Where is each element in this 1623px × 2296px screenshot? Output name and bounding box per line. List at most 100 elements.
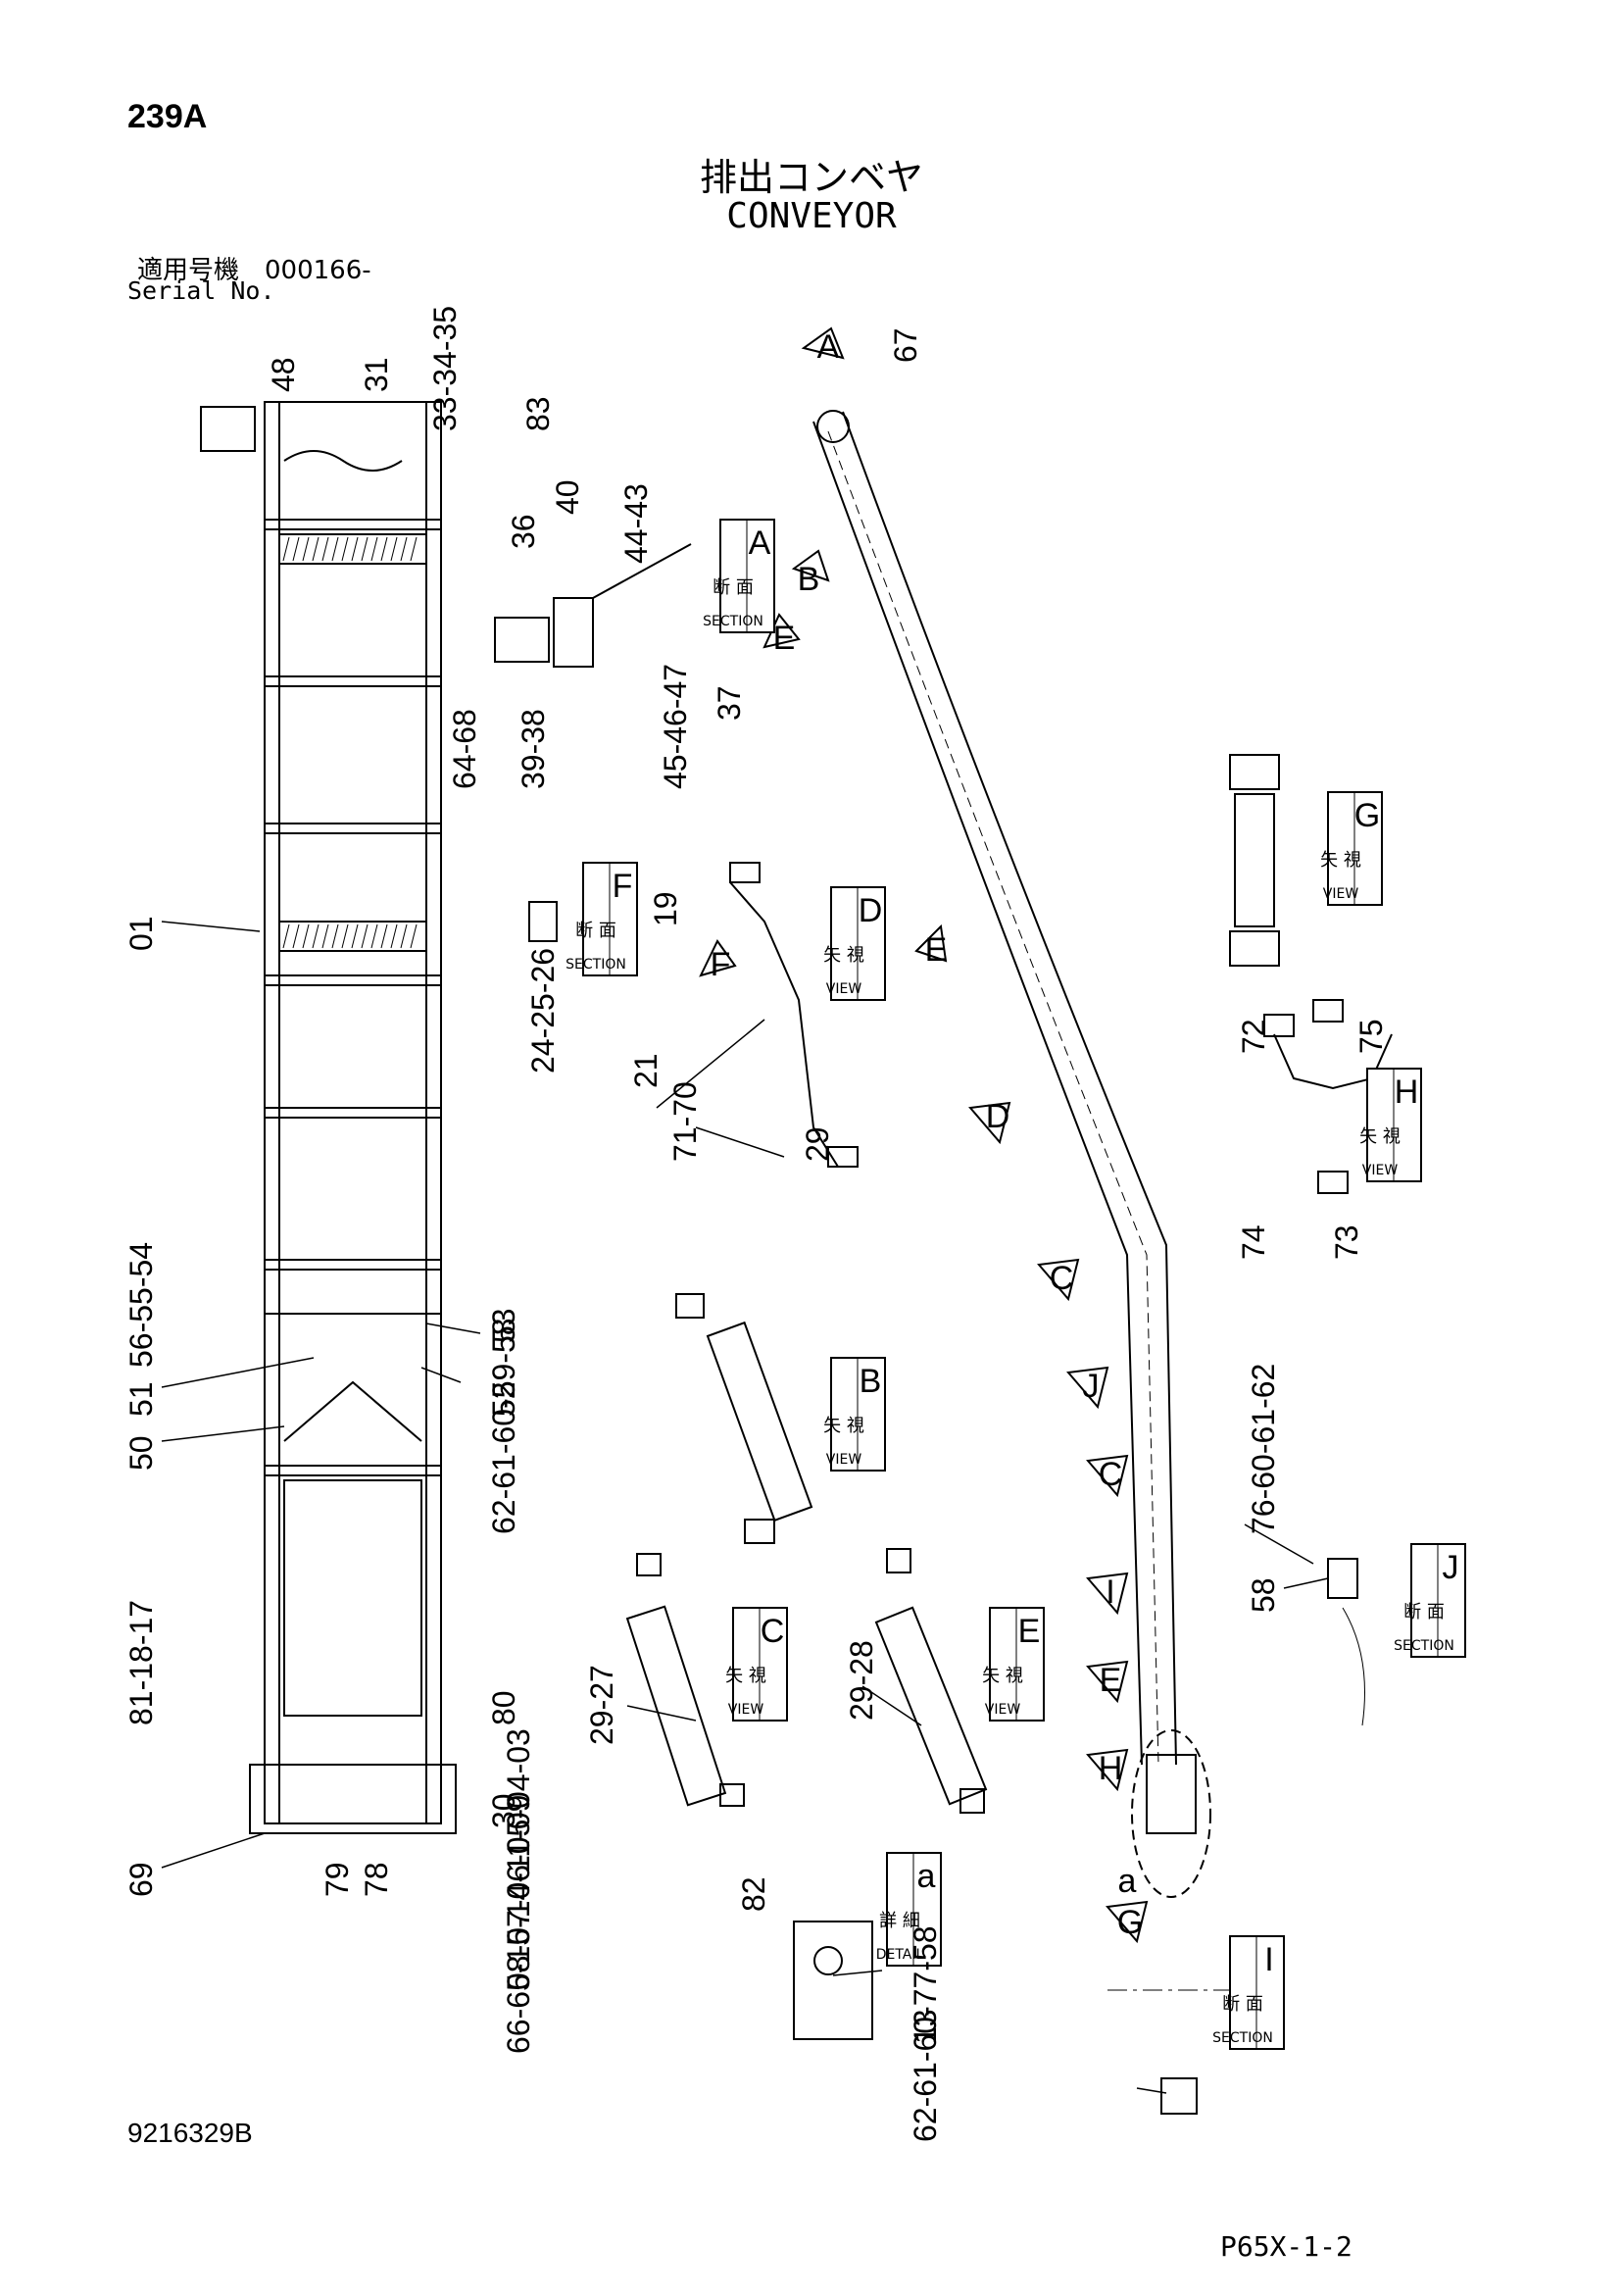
section-i-part: [1160, 2077, 1198, 2115]
callout-33-34-35: 33-34-35: [427, 306, 463, 431]
title-japanese: 排出コンベヤ: [699, 156, 923, 199]
svg-text:断 面: 断 面: [1222, 1994, 1263, 2015]
callout-31: 31: [359, 357, 394, 392]
view-d-box: D 矢 視 VIEW: [823, 886, 886, 1001]
svg-text:I: I: [1264, 1941, 1273, 1978]
view-label-boxes: A 断 面 SECTION F 断 面 SECTION D 矢 視 VIEW G…: [566, 519, 1466, 2050]
section-j-part: [1327, 1558, 1358, 1599]
svg-text:E: E: [1018, 1613, 1041, 1650]
callout-37: 37: [712, 685, 747, 721]
arrow-label-g: G: [1117, 1904, 1143, 1941]
callout-76-60-61-62: 76-60-61-62: [1246, 1364, 1281, 1534]
view-h-box: H 矢 視 VIEW: [1359, 1068, 1422, 1182]
view-d-idler: [729, 862, 859, 1168]
roller-hatch: [282, 536, 418, 949]
callout-56-55-54: 56-55-54: [123, 1242, 159, 1368]
svg-text:VIEW: VIEW: [728, 1702, 764, 1718]
callout-30: 30: [486, 1793, 521, 1828]
callout-45-46-47: 45-46-47: [658, 664, 693, 789]
callout-08-07-06-05-04-03: 08-07-06-05-04-03: [501, 1728, 536, 1990]
svg-text:断 面: 断 面: [575, 921, 616, 941]
svg-text:SECTION: SECTION: [703, 614, 763, 629]
callout-71-70: 71-70: [667, 1081, 703, 1162]
callout-62-61-60-77-58: 62-61-60-77-58: [908, 1925, 943, 2142]
page-code: P65X-1-2: [1220, 2230, 1352, 2263]
arrow-label-c: C: [1050, 1260, 1074, 1297]
svg-text:VIEW: VIEW: [1323, 886, 1359, 902]
view-b-box: B 矢 視 VIEW: [823, 1357, 886, 1472]
title-english: CONVEYOR: [726, 196, 897, 236]
arrow-label-e: E: [773, 620, 796, 657]
view-e-idler: [874, 1548, 988, 1814]
callout-78: 78: [359, 1862, 394, 1897]
section-a-box: A 断 面 SECTION: [703, 519, 775, 633]
arrow-label-e3: E: [1100, 1662, 1122, 1699]
arrow-label-i: I: [1106, 1573, 1114, 1611]
arrow-label-c2: C: [1099, 1456, 1123, 1493]
detail-marker-a: a: [1118, 1863, 1137, 1900]
svg-text:SECTION: SECTION: [566, 957, 626, 973]
conveyor-frame-plan: [200, 401, 457, 1834]
arrow-label-b: B: [798, 561, 820, 598]
arrow-label-a: A: [817, 328, 840, 366]
callout-74: 74: [1236, 1224, 1271, 1260]
callout-53: 53: [486, 1308, 521, 1343]
svg-text:矢 視: 矢 視: [725, 1666, 766, 1686]
callout-52: 50: [123, 1435, 159, 1471]
view-b-idler: [675, 1293, 813, 1544]
callout-58: 58: [1246, 1577, 1281, 1613]
svg-text:VIEW: VIEW: [826, 981, 862, 997]
svg-text:D: D: [859, 892, 883, 929]
callout-67: 67: [888, 327, 923, 363]
callout-69: 69: [123, 1862, 159, 1897]
arrow-label-e2: E: [925, 931, 948, 969]
svg-text:VIEW: VIEW: [826, 1452, 862, 1468]
callout-81-18-17: 81-18-17: [123, 1600, 159, 1725]
section-a-detail: [494, 543, 692, 668]
callout-51: 51: [123, 1381, 159, 1417]
svg-text:J: J: [1443, 1549, 1459, 1586]
callout-64-68: 64-68: [447, 709, 482, 789]
svg-text:SECTION: SECTION: [1212, 2030, 1273, 2046]
callout-36: 36: [506, 514, 541, 549]
svg-text:A: A: [749, 524, 771, 562]
conveyor-frame-side: [812, 410, 1211, 1898]
callout-66-65-15-14-11-09: 66-65-15-14-11-09: [501, 1795, 536, 2054]
svg-text:矢 視: 矢 視: [982, 1666, 1023, 1686]
svg-text:C: C: [761, 1613, 785, 1650]
serial-label-english: Serial No.: [127, 276, 275, 305]
svg-text:矢 視: 矢 視: [823, 1416, 864, 1436]
callout-19: 19: [648, 891, 683, 926]
callout-29: 29: [800, 1126, 835, 1162]
callout-82: 82: [736, 1876, 771, 1912]
callout-44-43: 44-43: [618, 483, 654, 564]
view-c-box: C 矢 視 VIEW: [725, 1607, 788, 1722]
callout-79: 79: [320, 1862, 355, 1897]
callout-29-27: 29-27: [584, 1665, 619, 1745]
callout-24-25-26: 24-25-26: [525, 948, 561, 1073]
section-j-box: J 断 面 SECTION: [1394, 1543, 1466, 1658]
callout-62-61-60-59-58: 62-61-60-59-58: [486, 1318, 521, 1534]
detail-a-part: [793, 1921, 873, 2040]
part-callouts: 48 31 33-34-35 83 36 40 44-43 37 64-68 3…: [123, 306, 1389, 2142]
svg-text:矢 視: 矢 視: [1359, 1126, 1401, 1147]
section-i-box: I 断 面 SECTION: [1212, 1935, 1285, 2050]
callout-29-28: 29-28: [844, 1640, 879, 1721]
leader-lines: [161, 921, 1329, 2094]
callout-39-38: 39-38: [516, 709, 551, 789]
svg-text:詳 細: 詳 細: [879, 1911, 920, 1931]
section-f-box: F 断 面 SECTION: [566, 862, 638, 976]
arrow-label-j: J: [1083, 1368, 1100, 1405]
callout-13: 13: [908, 2009, 943, 2044]
svg-text:矢 視: 矢 視: [823, 945, 864, 966]
callout-40: 40: [550, 479, 585, 515]
svg-text:断 面: 断 面: [1403, 1602, 1445, 1622]
callout-73: 73: [1329, 1224, 1364, 1260]
view-g-box: G 矢 視 VIEW: [1320, 791, 1383, 906]
serial-label-japanese: 適用号機 000166-: [137, 256, 371, 285]
view-h-idler: [1263, 999, 1393, 1194]
page-number: 239A: [127, 98, 208, 135]
document-number: 9216329B: [127, 2118, 253, 2148]
svg-text:矢 視: 矢 視: [1320, 850, 1361, 871]
